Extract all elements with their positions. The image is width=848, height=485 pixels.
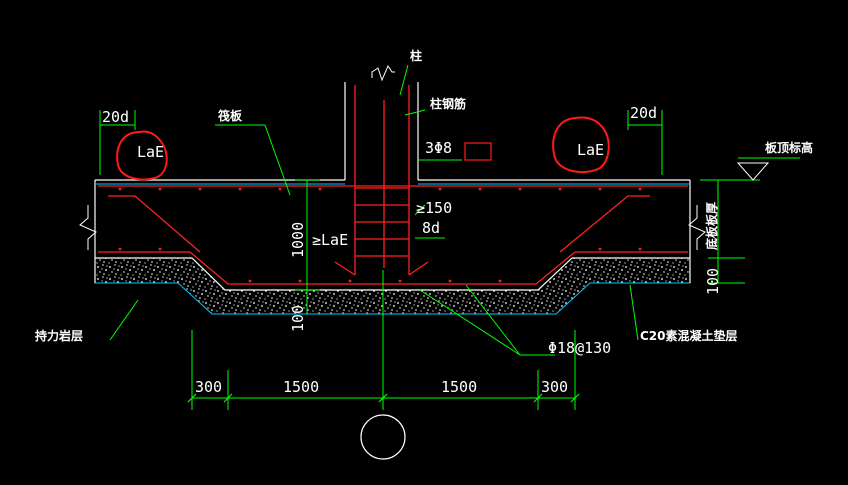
column <box>344 82 419 180</box>
dev-left-label: 20d <box>102 108 129 126</box>
elevation-marker <box>736 162 770 181</box>
markup-circle-right <box>552 116 610 174</box>
anchor-left-label: LaE <box>137 143 164 161</box>
spacing-8d-label: 8d <box>422 219 440 237</box>
anchor-right-label: LaE <box>577 141 604 159</box>
spacing-150-label: ≥150 <box>416 199 452 217</box>
dim-100-bottom-label: 100 <box>289 305 307 332</box>
markup-rectangle <box>464 142 492 161</box>
dim-1000-label: 1000 <box>289 222 307 258</box>
bearing-layer-label: 持力岩层 <box>35 328 83 343</box>
cushion-label: C20素混凝土垫层 <box>640 328 738 343</box>
rebar <box>98 85 688 285</box>
section-symbol <box>360 414 406 460</box>
anchor-mid-label: ≥LaE <box>312 231 348 249</box>
stirrups-label: 3Φ8 <box>425 139 452 157</box>
markup-circle-left <box>116 130 168 181</box>
dev-right-label: 20d <box>630 104 657 122</box>
slab-top-elevation-label: 板顶标高 <box>765 140 813 155</box>
dimension-value: 1500 <box>283 378 319 396</box>
rebar-dots <box>118 187 642 283</box>
dimension-lines <box>99 64 800 410</box>
dimension-ticks <box>187 393 580 403</box>
break-lines <box>79 64 706 250</box>
dim-100-right-label: 100 <box>704 268 722 295</box>
rebar-spec-label: Φ18@130 <box>548 339 611 357</box>
column-label: 柱 <box>410 48 422 63</box>
raft-label: 筏板 <box>218 108 243 123</box>
dimension-value: 1500 <box>441 378 477 396</box>
dimension-value: 300 <box>195 378 222 396</box>
bottom-slab-thickness-label: 底板板厚 <box>704 202 719 250</box>
column-rebar-label: 柱钢筋 <box>430 96 466 111</box>
concrete-cushion <box>94 257 691 315</box>
dimension-value: 300 <box>541 378 568 396</box>
